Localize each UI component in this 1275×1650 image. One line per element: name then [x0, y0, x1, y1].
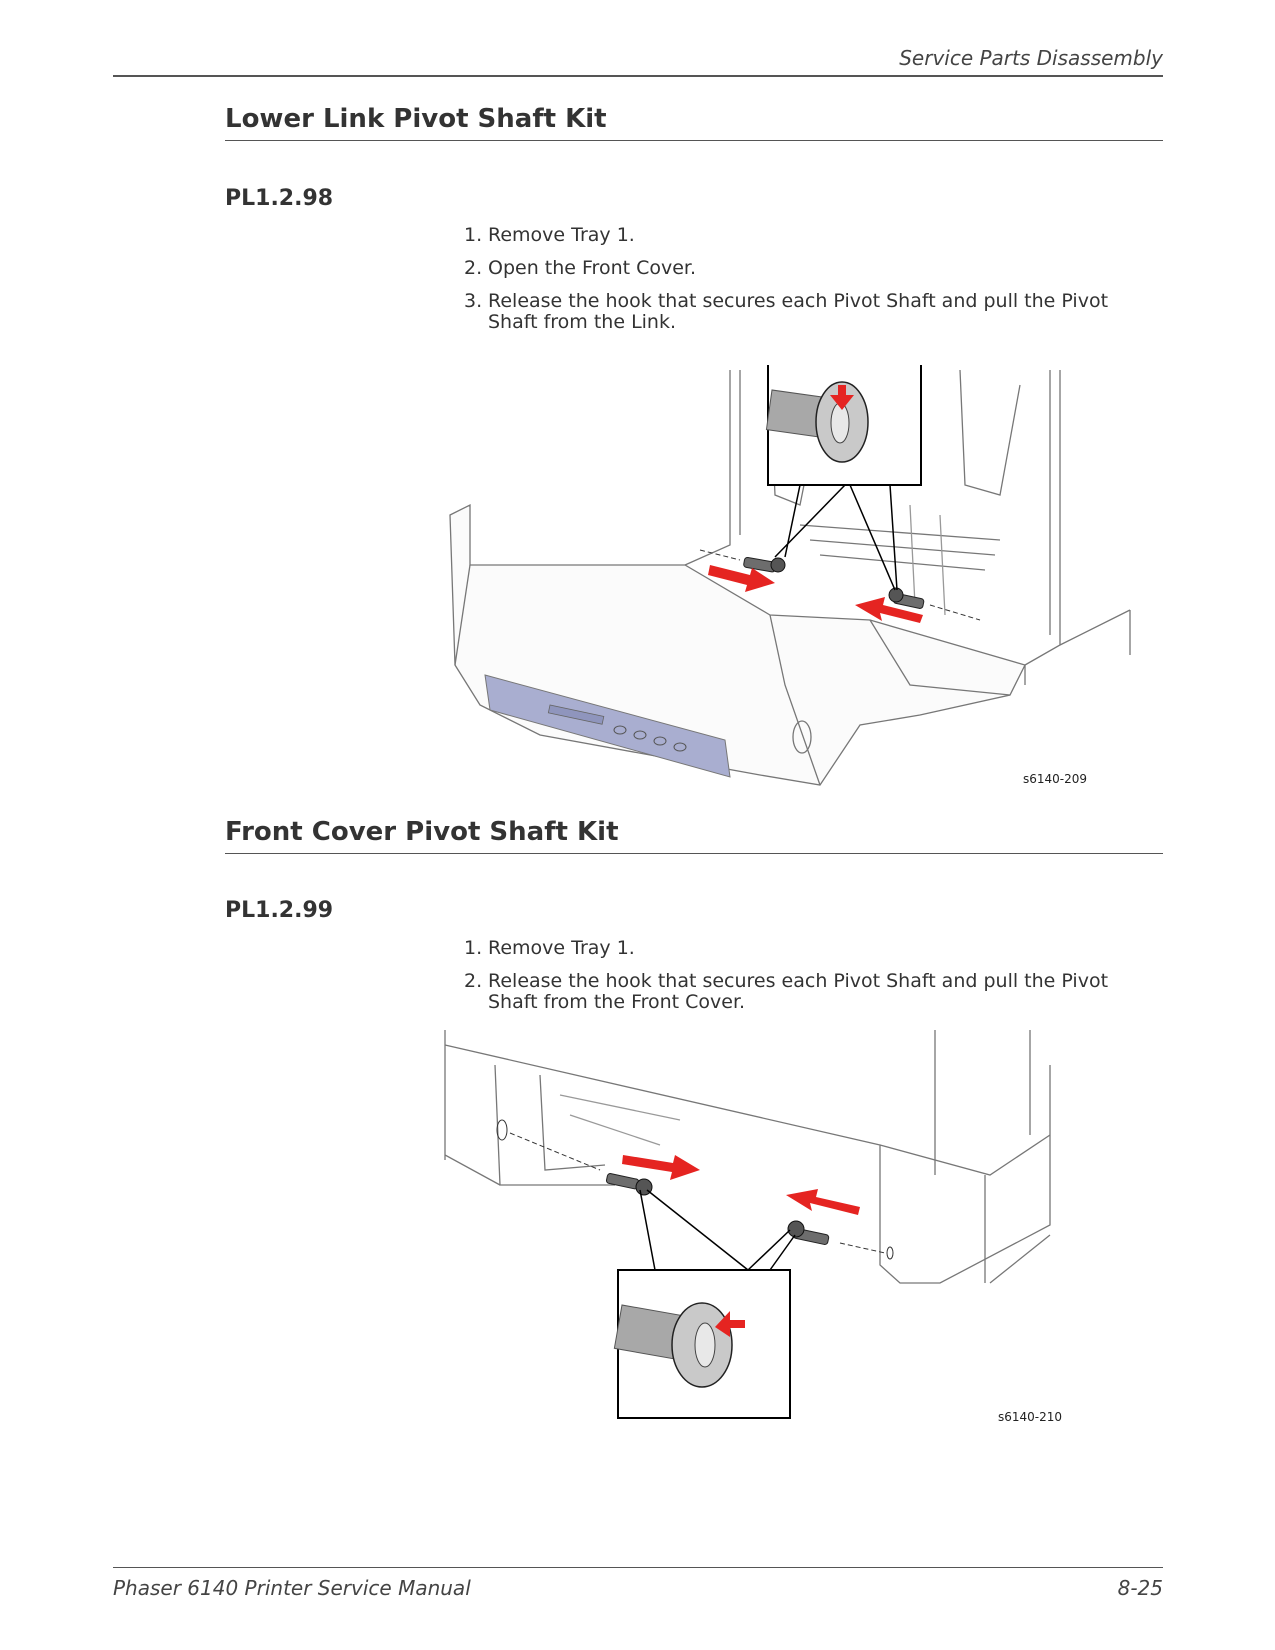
pull-arrow-right — [786, 1189, 860, 1215]
section-title-front-cover: Front Cover Pivot Shaft Kit — [225, 817, 1163, 854]
pivot-shaft-left — [743, 556, 786, 573]
pivot-shaft-left — [605, 1173, 653, 1196]
pivot-shaft-right — [787, 1220, 830, 1246]
pull-arrow-left — [622, 1155, 700, 1180]
figure-id-2: s6140-210 — [998, 1410, 1063, 1424]
detail-callout-1 — [765, 365, 922, 591]
part-number-pl1-2-98: PL1.2.98 — [225, 186, 334, 211]
pull-arrow-left — [708, 565, 775, 592]
page-header: Service Parts Disassembly — [113, 44, 1163, 77]
step-item: 2.Open the Front Cover. — [464, 257, 697, 279]
pivot-shaft-right — [888, 587, 925, 609]
footer-page-number: 8-25 — [1117, 1576, 1163, 1600]
procedure-steps-1: 1.Remove Tray 1. 2.Open the Front Cover.… — [460, 225, 1160, 345]
figure-front-cover-pivot-shaft — [444, 1030, 1051, 1419]
control-panel-strip — [484, 674, 731, 778]
step-item: 1.Remove Tray 1. — [464, 937, 635, 959]
figure-lower-link-pivot-shaft — [449, 365, 1131, 786]
step-item: 3.Release the hook that secures each Piv… — [464, 290, 1109, 333]
part-number-pl1-2-99: PL1.2.99 — [225, 898, 334, 923]
figure-id-1: s6140-209 — [1023, 772, 1088, 786]
step-item: 2.Release the hook that secures each Piv… — [464, 970, 1109, 1013]
detail-callout-2 — [613, 1189, 796, 1419]
footer-manual-title: Phaser 6140 Printer Service Manual — [113, 1576, 471, 1600]
page-footer: Phaser 6140 Printer Service Manual 8-25 — [113, 1567, 1163, 1600]
header-section-title: Service Parts Disassembly — [899, 46, 1163, 70]
section-title-lower-link: Lower Link Pivot Shaft Kit — [225, 104, 1163, 141]
procedure-steps-2: 1.Remove Tray 1. 2.Release the hook that… — [460, 938, 1160, 1025]
step-item: 1.Remove Tray 1. — [464, 224, 635, 246]
pull-arrow-right — [855, 597, 923, 623]
